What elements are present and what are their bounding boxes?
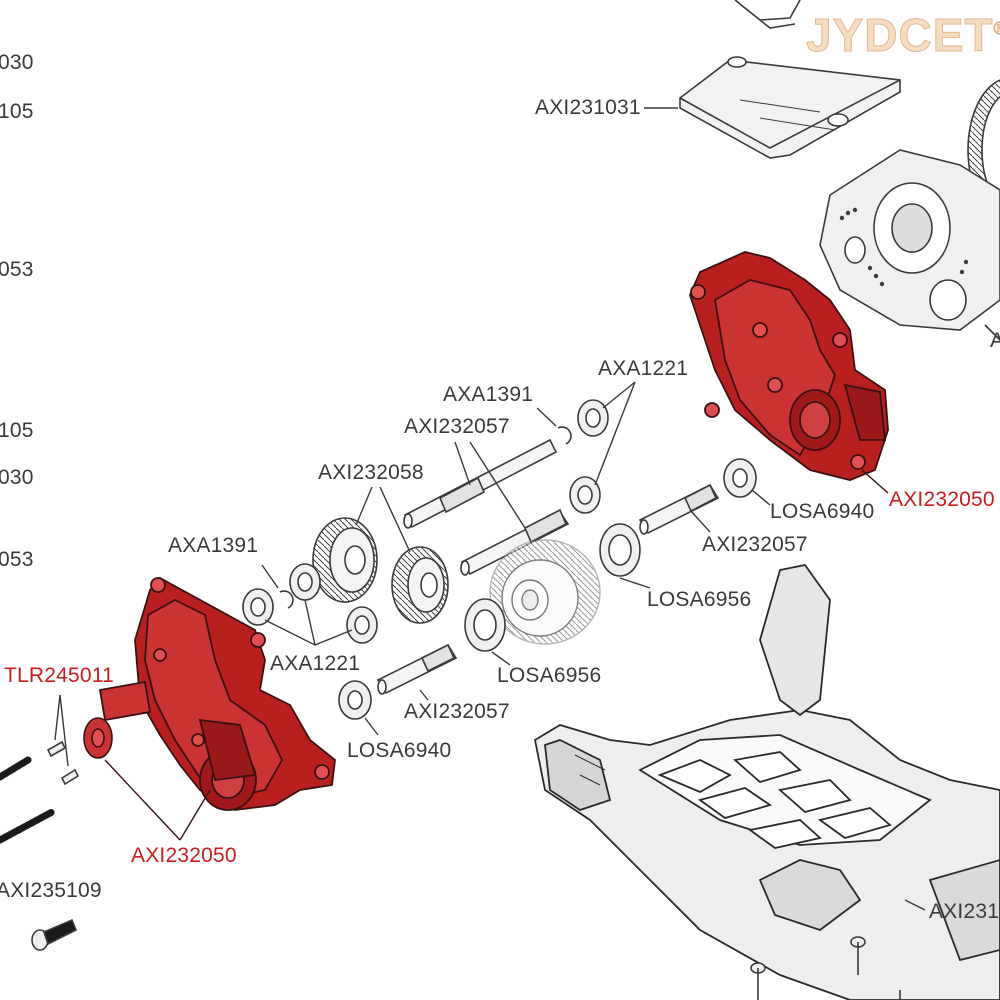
e-clip-axa1391-left: [261, 564, 294, 609]
pinion-hub-highlight: [83, 717, 113, 759]
bearing-axa1221-left-a: [242, 588, 274, 626]
shaft-axi232057-top: [403, 438, 558, 529]
leaders-axa1221-left: [264, 599, 353, 646]
gear-axi232058-a: [312, 517, 378, 603]
label-axi232057-right: AXI232057: [702, 533, 808, 556]
label-edge-105-top: 105: [0, 100, 34, 123]
bearing-axa1221-top-b: [569, 476, 601, 514]
e-clip-axa1391-top: [536, 407, 572, 445]
right-gearbox-half-highlight: [689, 251, 889, 481]
gear-large-outline: [489, 539, 601, 645]
leaders-axi232057-top: [454, 441, 526, 529]
bearing-axa1221-left-c: [346, 606, 378, 644]
label-axa1221-left: AXA1221: [270, 652, 361, 675]
label-losa6956-mid: LOSA6956: [497, 664, 602, 687]
label-losa6956-right: LOSA6956: [647, 588, 752, 611]
shaft-axi232057-top-b: [460, 508, 570, 576]
label-edge-053-top: 053: [0, 258, 34, 281]
bearing-losa6940-bottom: [338, 680, 379, 736]
screw-axi235109: [31, 918, 78, 951]
label-edge-a: A: [990, 329, 1000, 352]
top-cover-part: [734, 0, 801, 29]
leaders-axi232050-left: [104, 759, 211, 841]
label-losa6940-right: LOSA6940: [770, 500, 875, 523]
label-axi232057-bottom: AXI232057: [404, 700, 510, 723]
label-axi232050-left: AXI232050: [131, 844, 237, 867]
left-gearbox-half-highlight: [98, 576, 336, 811]
bearing-losa6956-mid: [464, 598, 511, 666]
bearing-axa1221-top-a: [577, 399, 609, 437]
leader-axi232050-right: [861, 469, 889, 494]
shaft-axi232057-bottom: [376, 643, 458, 701]
leader-axi231-chassis: [904, 899, 926, 911]
label-axi231-chassis: AXI231: [929, 900, 1000, 923]
watermark-text: JYDCET: [805, 9, 994, 62]
watermark-registered-mark: ®: [993, 18, 1000, 39]
gear-axi232058-b: [391, 546, 449, 624]
screws-tlr245011: [46, 694, 80, 786]
label-edge-105-mid: 105: [0, 419, 34, 442]
servo-plate-part: [679, 56, 901, 159]
bearing-losa6940-right: [723, 458, 771, 506]
label-axa1391-top: AXA1391: [443, 383, 534, 406]
chassis-part: [533, 564, 1000, 1000]
label-tlr245011: TLR245011: [4, 664, 114, 687]
motor-plate-part: [819, 149, 1000, 341]
label-axi232057-top: AXI232057: [404, 415, 510, 438]
label-edge-030-mid: 030: [0, 466, 34, 489]
label-losa6940-bottom: LOSA6940: [347, 739, 452, 762]
jydcet-watermark: JYDCET®: [805, 8, 1000, 62]
rods-left: [0, 756, 56, 844]
label-axa1221-top: AXA1221: [598, 357, 689, 380]
bearing-losa6956-right: [599, 523, 651, 589]
label-axi232058: AXI232058: [318, 461, 424, 484]
label-axi235109: AXI235109: [0, 879, 102, 902]
label-axi232050-right: AXI232050: [889, 488, 995, 511]
bearing-axa1221-left-b: [289, 563, 321, 601]
label-edge-053-mid: 053: [0, 548, 34, 571]
label-axa1391-left: AXA1391: [168, 534, 259, 557]
leader-edge-a: [984, 324, 999, 339]
leaders-axi232058: [355, 486, 411, 553]
leaders-axa1221-top: [594, 381, 636, 486]
shaft-axi232057-right: [638, 483, 720, 535]
label-axi231031: AXI231031: [535, 96, 641, 119]
chassis-screws: [750, 936, 901, 1000]
label-edge-030-top: 030: [0, 51, 34, 74]
